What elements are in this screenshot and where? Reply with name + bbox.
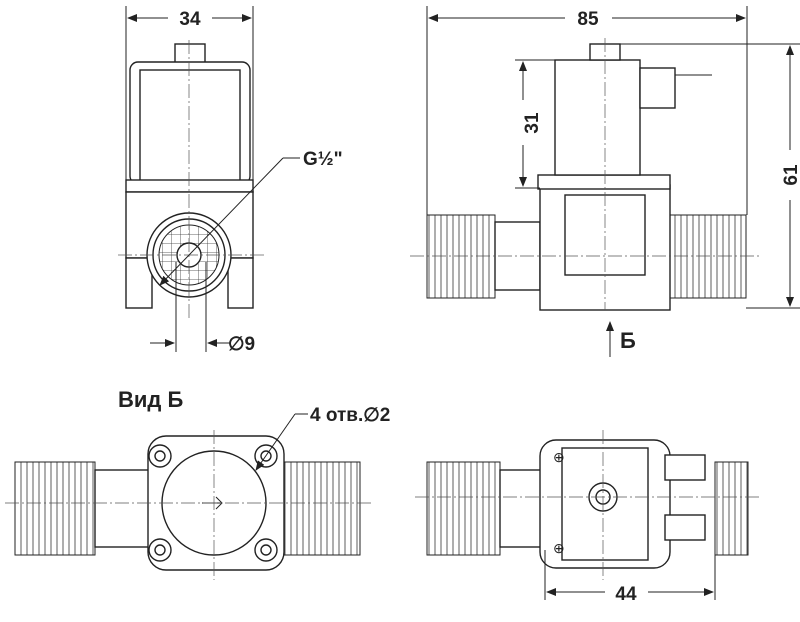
- dim-34: 34: [179, 9, 201, 30]
- front-view: 34 ∅9 G½": [118, 6, 343, 355]
- view-b: Вид Б 4 отв.∅2: [5, 387, 390, 580]
- dim-outlet-diameter: ∅9: [228, 334, 255, 355]
- terminal: [664, 454, 706, 481]
- top-view: ⊕ ⊕ 44: [415, 430, 760, 605]
- thread-label: G½": [303, 149, 343, 170]
- view-arrow-label: Б: [620, 328, 636, 353]
- terminal: [664, 514, 706, 541]
- dim-44: 44: [615, 584, 637, 605]
- holes-label: 4 отв.∅2: [310, 405, 390, 426]
- dim-31: 31: [522, 112, 543, 134]
- screw-icon: ⊕: [553, 451, 565, 466]
- side-view: 85 31 61 Б: [410, 6, 800, 357]
- dim-85: 85: [577, 9, 599, 30]
- screw-icon: ⊕: [553, 542, 565, 557]
- dim-61: 61: [781, 164, 800, 186]
- view-b-title: Вид Б: [118, 387, 183, 412]
